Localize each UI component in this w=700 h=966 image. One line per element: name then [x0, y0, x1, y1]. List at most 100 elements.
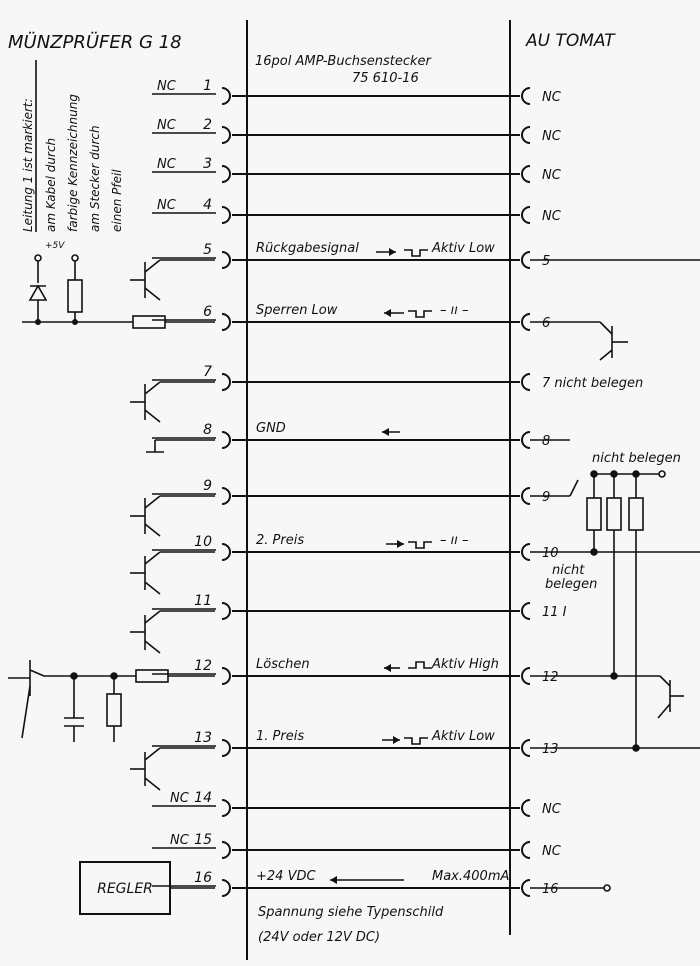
- pin-7-number: 7: [203, 364, 212, 380]
- pin-4-number: 4: [203, 197, 212, 213]
- pin-9-number: 9: [203, 478, 212, 494]
- pin-6-pulse-low: [408, 310, 432, 318]
- pin-6-arrow-left-head: [384, 309, 391, 317]
- left-transistors: [130, 259, 215, 791]
- pin-13-signal-name: 1. Preis: [256, 729, 304, 744]
- pin-5-signal-note: Aktiv Low: [431, 241, 495, 256]
- title-right: AU TOMAT: [525, 31, 616, 51]
- pin-16-signal-name: +24 VDC: [256, 869, 316, 884]
- pin-5-number: 5: [203, 242, 212, 258]
- pin-16-right-label: 16: [542, 882, 559, 897]
- pin-14-left-label: NC: [170, 791, 190, 806]
- pin-1-right-label: NC: [542, 90, 562, 105]
- pin-16-left-socket-icon: [221, 879, 231, 897]
- side-note-line-1: Leitung 1 ist markiert:: [21, 98, 35, 232]
- side-note-line-5: einen Pfeil: [110, 169, 124, 232]
- pin-12-signal-name: Löschen: [256, 657, 310, 672]
- pin-12-right-socket-icon: [521, 667, 531, 685]
- supply-terminal-1: [34, 254, 42, 262]
- pin-10-pulse-low: [408, 541, 432, 549]
- footer-line-2: (24V oder 12V DC): [258, 930, 380, 945]
- pin-13-signal-note: Aktiv Low: [431, 729, 495, 744]
- transistor-9-icon: [130, 495, 215, 537]
- pin-12-pulse-high: [408, 661, 432, 669]
- pin-6-signal-name: Sperren Low: [256, 303, 338, 318]
- pin-2-number: 2: [203, 117, 212, 133]
- pin-11-right-label: 11 I: [542, 605, 567, 620]
- pin-5-left-socket-icon: [221, 251, 231, 269]
- pin-8-arrow-left-head: [382, 428, 389, 436]
- pin-14-right-socket-icon: [521, 799, 531, 817]
- pin-12-signal-note: Aktiv High: [431, 657, 499, 672]
- title-left: MÜNZPRÜFER G 18: [8, 31, 182, 53]
- side-note-line-2: am Kabel durch: [44, 138, 58, 232]
- regler-block: REGLER: [79, 861, 215, 915]
- pin-3-left-label: NC: [157, 157, 177, 172]
- pin-12-number: 12: [194, 658, 212, 674]
- pin-14-right-label: NC: [542, 802, 562, 817]
- pin-16-arrow-left-head: [330, 876, 337, 884]
- pin-15-right-label: NC: [542, 844, 562, 859]
- nicht-belegen-mid-1: nicht: [552, 563, 585, 578]
- pin-6-number: 6: [203, 304, 212, 320]
- pin-16-signal-note: Max.400mA: [432, 869, 509, 884]
- pin-10-signal-name: 2. Preis: [256, 533, 304, 548]
- pin-3-number: 3: [203, 156, 212, 172]
- ground-8-icon: [146, 439, 215, 453]
- pin-8-right-label: 8: [542, 434, 550, 449]
- pin-7-right-label: 7 nicht belegen: [542, 376, 643, 391]
- pin-1-number: 1: [203, 78, 212, 94]
- pin-12-left-socket-icon: [221, 667, 231, 685]
- nicht-belegen-mid-2: belegen: [545, 577, 597, 592]
- pin-15-right-socket-icon: [521, 841, 531, 859]
- regler-label: REGLER: [97, 881, 153, 897]
- nicht-belegen-top: nicht belegen: [592, 451, 681, 466]
- pin-6-signal-note: – ıı –: [440, 303, 469, 318]
- pin-10-signal-note: – ıı –: [440, 533, 469, 548]
- connector-type: 16pol AMP-Buchsenstecker: [255, 54, 433, 69]
- pin-9-right-label: 9: [542, 490, 550, 505]
- pin-4-right-label: NC: [542, 209, 562, 224]
- footer-line-1: Spannung siehe Typenschild: [258, 905, 444, 920]
- pin-13-pulse-low: [404, 737, 428, 745]
- pin-13-number: 13: [194, 730, 212, 746]
- pin-9-right-socket-icon: [521, 487, 531, 505]
- pin-5-right-socket-icon: [521, 251, 531, 269]
- supply-label: +5V: [45, 241, 65, 251]
- pin-13-arrow-right-head: [393, 736, 400, 744]
- pin-14-left-socket-icon: [221, 799, 231, 817]
- pin-12-right-label: 12: [542, 670, 559, 685]
- transistor-7-icon: [130, 381, 215, 423]
- pin-6-right-label: 6: [542, 316, 550, 331]
- pullup-resistor-icon: [67, 279, 83, 313]
- pin-4-right-socket-icon: [521, 206, 531, 224]
- series-resistor-12-icon: [135, 669, 169, 683]
- pin-4-left-socket-icon: [221, 206, 231, 224]
- connector-part-number: 75 610-16: [352, 71, 419, 86]
- transistor-5-icon: [130, 259, 215, 301]
- pin-12-arrow-left-head: [384, 664, 391, 672]
- pin-2-right-socket-icon: [521, 126, 531, 144]
- pin-8-number: 8: [203, 422, 212, 438]
- pin-7-left-socket-icon: [221, 373, 231, 391]
- pin-5-pulse-low: [404, 249, 428, 257]
- series-resistor-6-icon: [132, 315, 166, 329]
- transistor-13-icon: [130, 747, 215, 791]
- pin-16-number: 16: [194, 870, 212, 886]
- pin-3-right-label: NC: [542, 168, 562, 183]
- pin-8-left-socket-icon: [221, 431, 231, 449]
- pin-3-left-socket-icon: [221, 165, 231, 183]
- pin-10-arrow-right-head: [397, 540, 404, 548]
- pin-2-left-label: NC: [157, 118, 177, 133]
- pin-1-right-socket-icon: [521, 87, 531, 105]
- transistor-11-icon: [130, 610, 215, 654]
- pin-8-right-socket-icon: [521, 431, 531, 449]
- pin-13-left-socket-icon: [221, 739, 231, 757]
- pin-9-left-socket-icon: [221, 487, 231, 505]
- pin-4-left-label: NC: [157, 198, 177, 213]
- pin-16-right-socket-icon: [521, 879, 531, 897]
- pin-5-arrow-right-head: [389, 248, 396, 256]
- pin-10-right-label: 10: [542, 546, 559, 561]
